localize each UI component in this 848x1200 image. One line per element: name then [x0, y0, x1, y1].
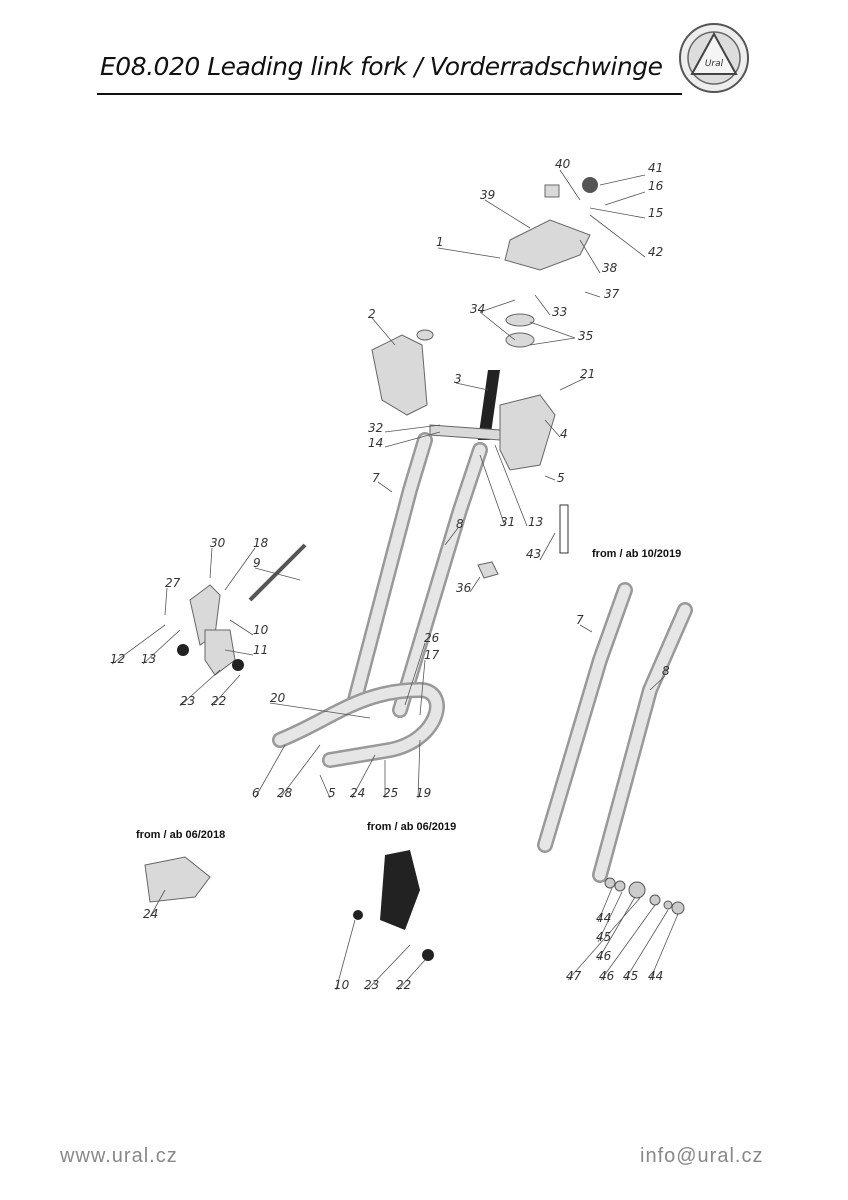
callout: 37 [604, 287, 620, 301]
callout: 14 [368, 436, 383, 450]
callout: 45 [596, 930, 611, 944]
callouts-top: 40 41 16 15 42 38 37 39 1 33 34 35 2 21 … [368, 157, 664, 595]
callout: 46 [599, 969, 615, 983]
callout: 13 [528, 515, 543, 529]
callout: 5 [557, 471, 565, 485]
callout: 6 [252, 786, 260, 800]
callout: 7 [372, 471, 380, 485]
callout: 10 [253, 623, 269, 637]
callout: 11 [253, 643, 268, 657]
callout: 3 [454, 372, 462, 386]
callout: 21 [580, 367, 595, 381]
callout: 1 [436, 235, 444, 249]
callouts-bottom-2019: 10 23 22 [334, 978, 411, 992]
callout: 8 [662, 664, 670, 678]
callout: 45 [623, 969, 638, 983]
leader-lines [111, 169, 679, 991]
email-link[interactable]: info@ural.cz [640, 1145, 764, 1167]
title-rule [97, 93, 682, 95]
callout: 5 [328, 786, 336, 800]
callout: 42 [648, 245, 663, 259]
callout: 38 [602, 261, 618, 275]
callout: 35 [578, 329, 593, 343]
callout: 34 [470, 302, 485, 316]
callout: 27 [165, 576, 181, 590]
callout: 43 [526, 547, 541, 561]
callout: 17 [424, 648, 440, 662]
callout: 41 [648, 161, 663, 175]
note-from-10-2019: from / ab 10/2019 [592, 548, 681, 560]
callout: 40 [555, 157, 571, 171]
ural-logo: Ural [679, 23, 749, 93]
callout: 33 [552, 305, 567, 319]
callout: 10 [334, 978, 350, 992]
callout: 19 [416, 786, 431, 800]
callout: 44 [648, 969, 663, 983]
callout: 18 [253, 536, 269, 550]
callout: 28 [277, 786, 293, 800]
callout: 9 [253, 556, 261, 570]
callout: 13 [141, 652, 156, 666]
callout: 31 [500, 515, 515, 529]
fork-assembly-drawing [144, 177, 693, 961]
callout: 23 [364, 978, 379, 992]
callout: 16 [648, 179, 664, 193]
callout: 15 [648, 206, 663, 220]
callouts-bottom-right: 44 45 46 47 46 45 44 [566, 911, 663, 983]
callout: 25 [383, 786, 398, 800]
website-link[interactable]: www.ural.cz [60, 1145, 178, 1167]
callout: 46 [596, 949, 612, 963]
svg-text:Ural: Ural [705, 59, 724, 69]
callout: 22 [396, 978, 411, 992]
callout: 24 [143, 907, 158, 921]
callout: 2 [368, 307, 376, 321]
callout: 20 [270, 691, 286, 705]
callout: 12 [110, 652, 125, 666]
note-from-06-2018: from / ab 06/2018 [136, 829, 225, 841]
callout: 26 [424, 631, 440, 645]
callout: 32 [368, 421, 383, 435]
callout: 23 [180, 694, 195, 708]
callouts-right: 7 8 [576, 613, 670, 678]
callout: 7 [576, 613, 584, 627]
callout: 47 [566, 969, 582, 983]
page-title: E08.020 Leading link fork / Vorderradsch… [100, 52, 663, 81]
callout: 8 [456, 517, 464, 531]
callout: 39 [480, 188, 495, 202]
callout: 22 [211, 694, 226, 708]
callout: 44 [596, 911, 611, 925]
callout: 24 [350, 786, 365, 800]
callouts-left: 30 18 9 27 10 11 12 13 23 22 20 26 17 6 … [110, 536, 440, 800]
note-from-06-2019: from / ab 06/2019 [367, 821, 456, 833]
callout: 30 [210, 536, 226, 550]
callout: 4 [560, 427, 568, 441]
callout: 36 [456, 581, 472, 595]
